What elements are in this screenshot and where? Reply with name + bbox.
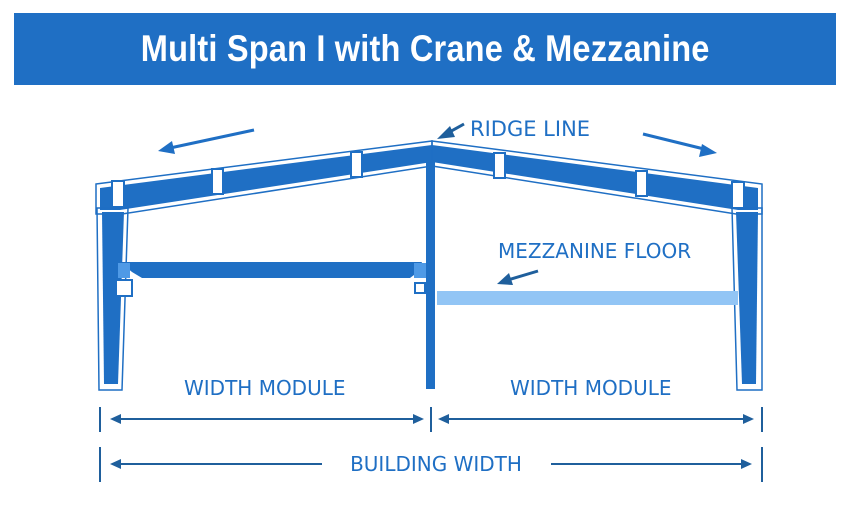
width-module-dimensions bbox=[99, 407, 763, 432]
width-module-right-label: WIDTH MODULE bbox=[510, 376, 672, 400]
left-column bbox=[96, 207, 133, 391]
diagram-title: Multi Span I with Crane & Mezzanine bbox=[140, 28, 710, 69]
right-slope-arrow bbox=[642, 132, 717, 157]
building-width-dimension bbox=[99, 447, 763, 482]
ridge-line-label: RIDGE LINE bbox=[470, 117, 590, 141]
right-column bbox=[731, 207, 763, 391]
left-rafter bbox=[95, 140, 433, 215]
building-width-label: BUILDING WIDTH bbox=[350, 452, 522, 476]
left-slope-arrow bbox=[158, 128, 255, 154]
center-column bbox=[426, 160, 435, 389]
rafter-splices bbox=[111, 151, 745, 209]
mezzanine-floor-label: MEZZANINE FLOOR bbox=[498, 239, 691, 263]
width-module-left-label: WIDTH MODULE bbox=[184, 376, 346, 400]
mezzanine-arrow bbox=[497, 269, 539, 285]
title-banner: Multi Span I with Crane & Mezzanine bbox=[14, 13, 836, 85]
mezzanine-floor bbox=[437, 291, 738, 305]
crane-beam bbox=[118, 262, 426, 294]
ridge-line-arrow bbox=[437, 122, 465, 139]
